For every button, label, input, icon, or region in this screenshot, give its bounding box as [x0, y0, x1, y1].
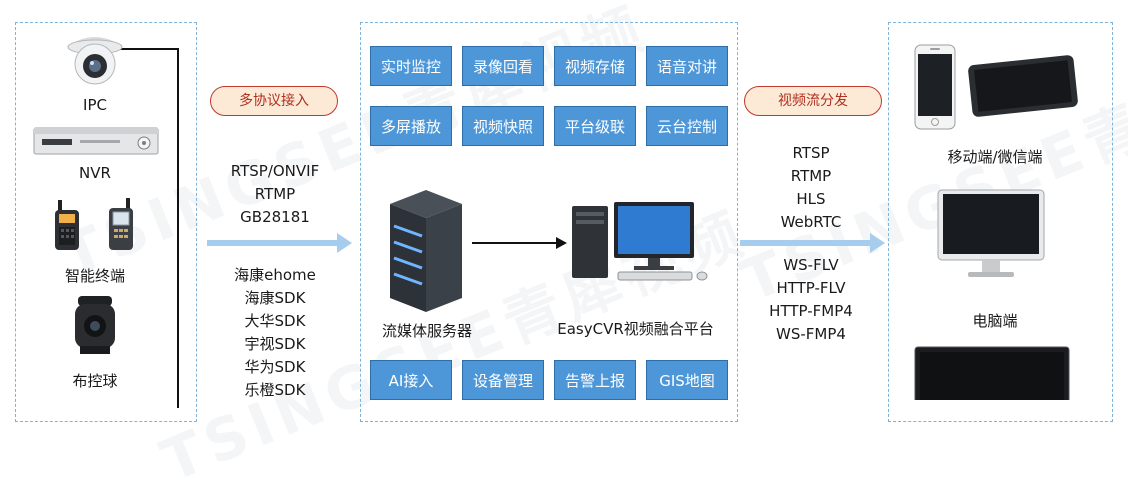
- feature-realtime-monitor: 实时监控: [370, 46, 452, 86]
- distribute-arrow: [740, 233, 885, 253]
- smart-terminal-label: 智能终端: [64, 267, 125, 285]
- protocol-item: HLS: [796, 190, 826, 208]
- feature-device-management: 设备管理: [462, 360, 544, 400]
- feature-snapshot: 视频快照: [462, 106, 544, 146]
- sdk-item: 华为SDK: [244, 358, 306, 376]
- stream-distribution-pill: 视频流分发: [744, 86, 882, 116]
- feature-video-storage: 视频存储: [554, 46, 636, 86]
- workstation-icon: [572, 202, 708, 281]
- ingest-arrow: [207, 233, 352, 253]
- walkie-talkie-icon: [55, 200, 79, 250]
- sdk-item: 宇视SDK: [244, 335, 306, 353]
- nvr-label: NVR: [79, 164, 111, 182]
- pc-label: 电脑端: [972, 312, 1018, 330]
- connector-line: [177, 48, 179, 408]
- protocol-item: RTMP: [254, 185, 296, 203]
- distribute-protocol-list-a: RTSP RTMP HLS WebRTC: [740, 142, 882, 234]
- multi-protocol-ingest-pill: 多协议接入: [210, 86, 338, 116]
- ingest-protocol-list: RTSP/ONVIF RTMP GB28181: [205, 160, 345, 229]
- sdk-item: 乐橙SDK: [244, 381, 306, 399]
- protocol-item: WS-FMP4: [776, 325, 846, 343]
- mobile-wechat-label: 移动端/微信端: [947, 148, 1043, 166]
- smartphone-icon: [914, 44, 956, 130]
- feature-playback: 录像回看: [462, 46, 544, 86]
- sdk-item: 海康ehome: [234, 266, 316, 284]
- protocol-item: WebRTC: [780, 213, 842, 231]
- ipc-camera-icon: [67, 37, 123, 85]
- feature-multi-screen: 多屏播放: [370, 106, 452, 146]
- tablet-icon: [968, 55, 1078, 117]
- feature-cascade: 平台级联: [554, 106, 636, 146]
- platform-label: EasyCVR视频融合平台: [557, 320, 714, 338]
- desktop-monitor-icon: [937, 189, 1045, 277]
- protocol-item: HTTP-FMP4: [769, 302, 853, 320]
- sdk-item: 大华SDK: [244, 312, 306, 330]
- feature-gis-map: GIS地图: [646, 360, 728, 400]
- feature-ptz-control: 云台控制: [646, 106, 728, 146]
- ipc-label: IPC: [83, 96, 107, 114]
- protocol-item: RTSP/ONVIF: [230, 162, 320, 180]
- ingest-sdk-list: 海康ehome 海康SDK 大华SDK 宇视SDK 华为SDK 乐橙SDK: [205, 264, 345, 402]
- protocol-item: RTSP: [792, 144, 830, 162]
- media-server-label: 流媒体服务器: [381, 322, 472, 340]
- handheld-terminal-icon: [109, 198, 133, 250]
- distribute-protocol-list-b: WS-FLV HTTP-FLV HTTP-FMP4 WS-FMP4: [740, 254, 882, 346]
- feature-alarm-report: 告警上报: [554, 360, 636, 400]
- large-screen-icon: [914, 346, 1070, 400]
- server-to-platform-arrow: [472, 237, 567, 249]
- ptz-camera-icon: [75, 296, 115, 354]
- nvr-recorder-icon: [33, 127, 159, 155]
- ptz-label: 布控球: [72, 372, 118, 390]
- media-server-icon: [390, 190, 462, 312]
- protocol-item: GB28181: [240, 208, 310, 226]
- protocol-item: WS-FLV: [783, 256, 839, 274]
- feature-ai-access: AI接入: [370, 360, 452, 400]
- feature-voice-intercom: 语音对讲: [646, 46, 728, 86]
- protocol-item: HTTP-FLV: [776, 279, 846, 297]
- connector-line: [120, 48, 178, 50]
- protocol-item: RTMP: [790, 167, 832, 185]
- sdk-item: 海康SDK: [244, 289, 306, 307]
